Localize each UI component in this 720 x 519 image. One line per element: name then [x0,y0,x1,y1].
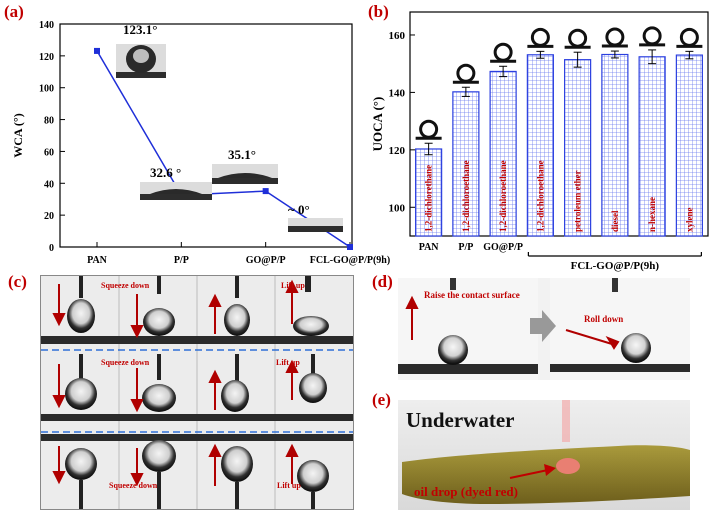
bar-label: 1,2-dichloroethane [535,160,545,232]
group-label: FCL-GO@P/P(9h) [571,260,660,272]
x-tick-label-b: PAN [419,242,440,253]
x-tick-label-a: GO@P/P [246,255,286,266]
droplet-substrate [288,226,343,232]
series-line-a [96,50,351,248]
y-tick-label-b: 120 [389,145,406,157]
lift-label-2: Lift up [276,358,300,367]
bar [415,148,443,237]
x-tick-label-a: P/P [174,255,189,266]
bar-label: 1,2-dichloroethane [461,160,471,232]
panel-c-label: (c) [8,272,27,291]
x-tick-label-a: FCL-GO@P/P(9h) [310,255,390,266]
panel-c-photo [41,276,353,509]
bar [564,59,592,237]
oil-drop-text: oil drop (dyed red) [414,484,518,499]
x-tick-label-a: PAN [87,255,108,266]
droplet-shape [150,189,202,194]
lift-label-3: Lift up [277,481,301,490]
droplet-icon [568,28,588,48]
droplet-icon [679,27,699,47]
droplet-highlight [133,49,149,63]
droplet-substrate [212,178,278,184]
droplet-icon [605,27,625,47]
y-tick-label-b: 160 [389,30,406,42]
y-tick-label-a: 20 [44,211,54,222]
bar-label: n-hexane [647,197,657,232]
bar-label: petroleum ether [573,170,583,232]
panel-c-photo-frame: Squeeze down Lift up Squeeze down Lift u… [40,275,354,510]
contact-angle-label: 35.1° [228,147,256,162]
bar-label: diesel [610,210,620,232]
y-tick-label-b: 100 [389,202,406,214]
squeeze-label-2: Squeeze down [101,358,150,367]
plot-frame-a [59,23,353,248]
panel-e-photo: Underwater oil drop (dyed red) [398,400,690,510]
y-tick-label-a: 0 [49,243,54,254]
bar-label: xylene [684,207,694,232]
panel-a-label: (a) [4,2,24,21]
bar [601,53,629,237]
droplet-icon [493,42,513,62]
bar-label: 1,2-dichlorethane [424,165,434,232]
x-tick-label-b: GO@P/P [483,242,523,253]
droplet-substrate [116,72,166,78]
contact-angle-label: 123.1° [123,22,157,37]
y-axis-label-a: WCA (°) [11,113,25,157]
squeeze-label-1: Squeeze down [101,281,150,290]
contact-angle-label: 32.6 ° [150,165,181,180]
plot-frame-b [409,11,709,237]
bar-label: 1,2-dichloroethane [498,160,508,232]
droplet-icon [419,119,439,139]
droplet-icon [530,27,550,47]
data-point-a [262,188,269,195]
data-point-a [94,47,100,54]
squeeze-label-3: Squeeze down [109,481,158,490]
bar [489,70,517,237]
y-tick-label-a: 40 [44,179,54,190]
droplet-substrate [140,194,212,200]
y-tick-label-b: 140 [389,87,406,99]
roll-text: Roll down [584,314,624,324]
bar [638,56,666,237]
bar [675,54,703,237]
contact-angle-label: ~ 0° [288,202,310,217]
underwater-text: Underwater [406,408,515,432]
x-tick-label-b: P/P [458,242,473,253]
panel-e-label: (e) [372,390,391,409]
y-tick-label-a: 100 [39,84,54,95]
bar [452,91,480,237]
panel-d-photo: Raise the contact surface Roll down [398,278,690,380]
data-point-a [347,244,353,250]
droplet-shape [218,173,272,178]
lift-label-1: Lift up [281,281,305,290]
droplet-icon [456,63,476,83]
panel-b-label: (b) [368,2,389,21]
panel-d-label: (d) [372,272,393,291]
y-tick-label-a: 140 [39,20,54,31]
droplet-icon [642,26,662,46]
y-axis-label-b: UOCA (°) [370,97,385,152]
y-tick-label-a: 60 [44,147,54,158]
raise-text: Raise the contact surface [424,290,520,300]
y-tick-label-a: 120 [39,52,54,63]
y-tick-label-a: 80 [44,116,54,127]
